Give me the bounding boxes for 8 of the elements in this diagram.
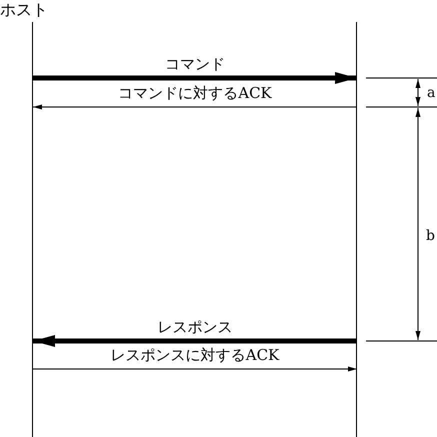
message-arrow <box>32 104 358 110</box>
message-arrow <box>33 72 357 84</box>
dimension-label: b <box>426 228 435 244</box>
message-arrow <box>32 366 358 372</box>
lifeline-title: ホスト <box>0 0 48 21</box>
lifeline <box>356 22 357 437</box>
dimension-label: a <box>427 85 436 101</box>
message-arrow <box>33 335 357 347</box>
